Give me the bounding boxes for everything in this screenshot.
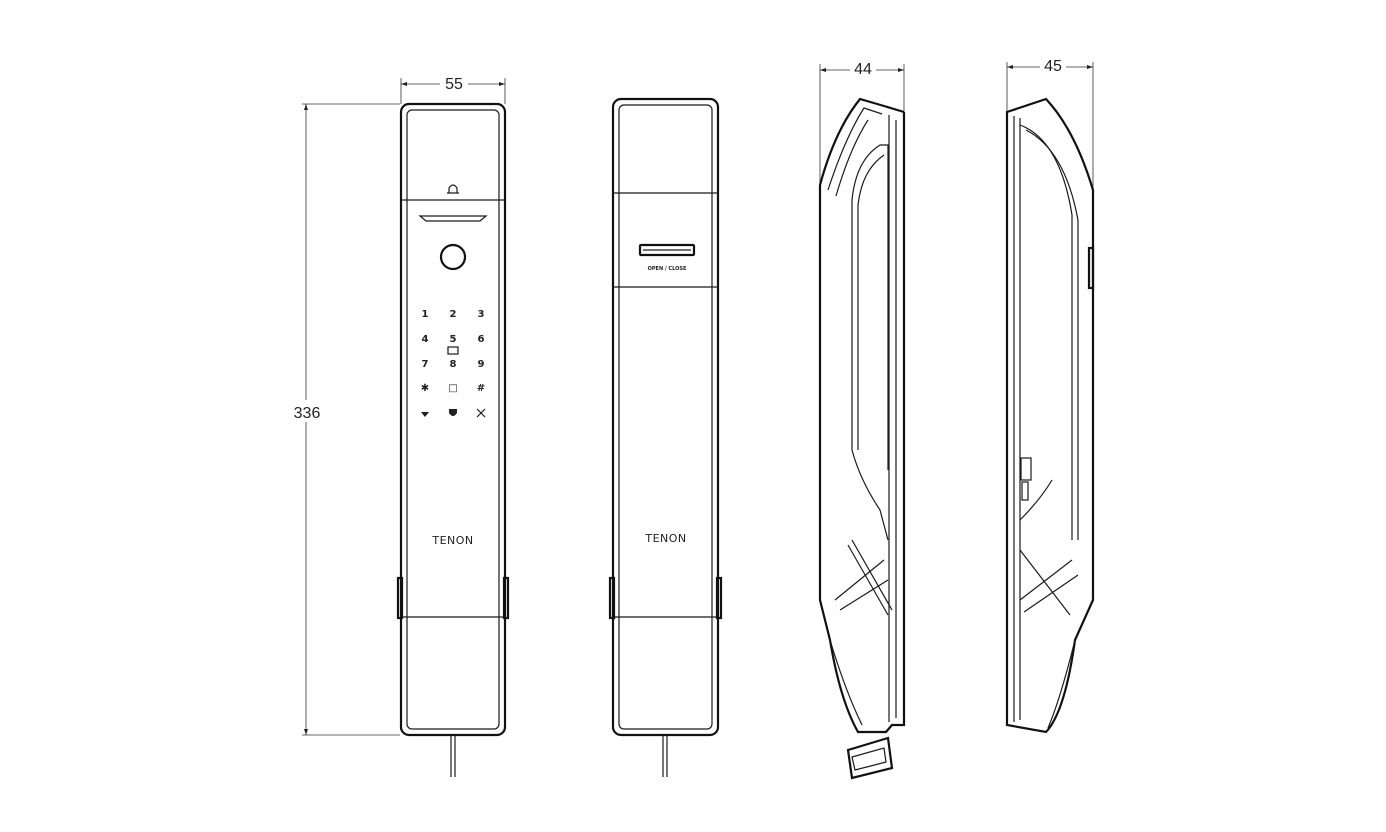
card-reader-icon [447,346,459,355]
key-hash: # [477,383,485,394]
front-brand-logo: TENON [431,534,473,547]
back-brand-logo: TENON [644,532,686,545]
wifi-icon [421,412,429,417]
dimension-depth-right-label: 45 [1044,58,1062,75]
key-4: 4 [422,334,429,345]
side-view-left: 44 [818,58,906,780]
key-5: 5 [450,334,457,345]
key-icon [846,736,894,780]
key-1: 1 [422,309,429,320]
key-2: 2 [450,309,457,320]
key-7: 7 [422,359,429,370]
open-close-label: OPEN / CLOSE [648,266,687,272]
dimension-height-label: 336 [294,405,321,422]
side-view-right: 45 [1005,55,1095,734]
dimension-width-label: 55 [445,76,463,93]
key-8: 8 [450,359,457,370]
key-6: 6 [478,334,485,345]
back-view: OPEN / CLOSE TENON [608,97,723,777]
key-square: □ [448,383,457,394]
open-close-slot [638,243,696,257]
key-star: ✱ [421,383,429,394]
front-view: 55 336 1 2 3 4 5 6 7 8 9 [290,72,510,777]
key-3: 3 [478,309,485,320]
dimension-depth-left-label: 44 [854,61,872,78]
bell-icon [447,184,459,194]
cross-pattern-icon [476,408,486,418]
shield-icon [449,409,457,416]
key-9: 9 [478,359,485,370]
fingerprint-sensor [439,243,467,271]
keypad: 1 2 3 4 5 6 7 8 9 ✱ □ # [421,309,486,418]
